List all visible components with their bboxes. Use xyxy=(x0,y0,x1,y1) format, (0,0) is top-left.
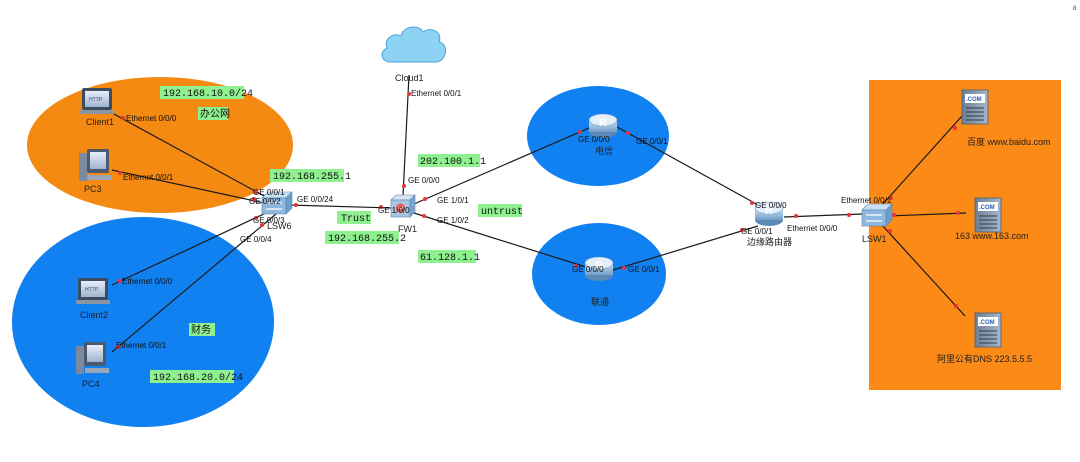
lsw-fw-lower-tag: 192.168.255.2 xyxy=(328,234,406,245)
svg-text:R: R xyxy=(599,117,607,129)
port-label: GE 1/0/2 xyxy=(437,216,469,225)
port-labels: Ethernet 0/0/0 Ethernet 0/0/1 Ethernet 0… xyxy=(116,89,892,350)
server-ali-label: 阿里公有DNS 223.5.5.5 xyxy=(937,353,1032,364)
lsw6-label: LSW6 xyxy=(267,221,292,231)
finance-subnet-tag: 192.168.20.0/24 xyxy=(153,372,243,384)
port-label: GE 0/0/0 xyxy=(755,201,787,210)
port-label: GE 0/0/24 xyxy=(297,195,334,204)
svg-text:R: R xyxy=(765,205,773,217)
fw1-label: FW1 xyxy=(398,224,417,234)
port-label: GE 0/0/1 xyxy=(253,188,285,197)
port-label: GE 1/0/1 xyxy=(437,196,469,205)
telecom-ip-tag-bg xyxy=(418,154,480,167)
unicom-router-label: 联通 xyxy=(591,297,609,307)
svg-text:HTTP: HTTP xyxy=(89,97,103,103)
unicom-router-icon[interactable]: R xyxy=(584,256,614,281)
link-fw1-telecom xyxy=(413,127,590,205)
pc3-computer-icon[interactable] xyxy=(79,149,112,181)
server-baidu-label: 百度 www.baidu.com xyxy=(967,136,1051,147)
trust-tag: Trust xyxy=(341,214,371,225)
port-label: Ethernet 0/0/0 xyxy=(122,277,173,286)
link-lsw1-ali xyxy=(881,224,966,317)
link-lsw1-baidu xyxy=(881,115,963,206)
com-badge: .COM xyxy=(979,320,995,326)
link-lsw6-fw1 xyxy=(287,204,393,209)
lsw-fw-lower-tag-bg xyxy=(325,231,399,244)
client1-label: Client1 xyxy=(86,117,114,127)
lsw6-switch-icon[interactable] xyxy=(261,191,293,215)
pc4-computer-icon[interactable] xyxy=(76,342,109,374)
lsw1-label: LSW1 xyxy=(862,234,887,244)
port-label: Ethernet 0/0/1 xyxy=(841,196,892,205)
telecom-router-label: 电信 xyxy=(595,145,613,156)
lsw-fw-upper-tag-bg xyxy=(270,169,344,182)
link-telecom-edge xyxy=(616,126,761,207)
pc4-label: PC4 xyxy=(82,379,100,389)
port-label: GE 0/0/4 xyxy=(240,235,272,244)
link-pc4-lsw6 xyxy=(111,213,277,353)
com-badge: .COM xyxy=(966,97,982,103)
port-label: GE 0/0/1 xyxy=(741,227,773,236)
server-163-label: 163 www.163.com xyxy=(955,231,1029,241)
telecom-ip-tag: 202.100.1.1 xyxy=(420,157,486,168)
unicom-ip-tag-bg xyxy=(418,250,476,263)
server-zone xyxy=(869,80,1061,390)
office-zone-label-bg xyxy=(198,107,228,120)
edge-router-icon[interactable]: R xyxy=(754,201,784,226)
untrust-tag: untrust xyxy=(481,207,523,218)
office-zone-label: 办公网 xyxy=(200,107,230,120)
ip-tags: 192.168.10.0/24 办公网 192.168.255.1 Trust … xyxy=(150,86,523,384)
port-label: Ethernet 0/0/1 xyxy=(116,341,167,350)
link-lsw1-163 xyxy=(886,212,967,217)
baidu-server-icon[interactable]: .COM xyxy=(961,89,989,125)
trust-tag-bg xyxy=(337,211,371,224)
com-badge: .COM xyxy=(979,205,995,211)
link-client2-lsw6 xyxy=(111,211,269,286)
port-label: Ethernet 0/0/1 xyxy=(123,173,174,182)
link-fw1-unicom xyxy=(413,212,587,268)
port-label: Ethernet 0/0/0 xyxy=(126,114,177,123)
pc3-label: PC3 xyxy=(84,184,102,194)
lsw-fw-upper-tag: 192.168.255.1 xyxy=(273,172,351,183)
port-label: GE 0/0/1 xyxy=(636,137,668,146)
cloud-icon[interactable] xyxy=(381,26,446,63)
office-subnet-tag-bg xyxy=(160,86,244,99)
office-subnet-tag: 192.168.10.0/24 xyxy=(163,88,253,100)
port-markers xyxy=(116,92,960,349)
svg-text:HTTP: HTTP xyxy=(85,287,99,293)
corner-mark: 8 xyxy=(1073,6,1077,12)
cloud1-label: Cloud1 xyxy=(395,73,424,83)
client1-terminal-icon[interactable]: HTTP xyxy=(80,88,114,114)
fw1-firewall-icon[interactable] xyxy=(390,194,416,218)
port-label: Ethernet 0/0/0 xyxy=(787,224,838,233)
lsw1-switch-icon[interactable] xyxy=(861,203,893,227)
link-pc3-lsw6 xyxy=(111,169,265,204)
client2-terminal-icon[interactable]: HTTP xyxy=(76,278,110,304)
svg-text:R: R xyxy=(595,260,603,272)
port-label: GE 0/0/0 xyxy=(578,135,610,144)
port-label: GE 0/0/2 xyxy=(249,197,281,206)
finance-subnet-tag-bg xyxy=(150,370,234,383)
telecom-router-icon[interactable]: R xyxy=(588,113,618,138)
port-label: GE 0/0/3 xyxy=(253,216,285,225)
finance-zone-label: 财务 xyxy=(191,323,211,336)
port-label: Ethernet 0/0/1 xyxy=(411,89,462,98)
edge-router-label: 边缘路由器 xyxy=(747,236,792,247)
finance-zone-label-bg xyxy=(189,323,215,336)
untrust-tag-bg xyxy=(478,204,522,217)
client2-label: Client2 xyxy=(80,310,108,320)
links xyxy=(111,74,967,353)
unicom-ip-tag: 61.128.1.1 xyxy=(420,253,480,264)
port-label: GE 0/0/1 xyxy=(628,265,660,274)
port-label: GE 1/0/0 xyxy=(378,206,410,215)
link-unicom-edge xyxy=(612,225,759,271)
server-163-icon[interactable]: .COM xyxy=(974,197,1002,233)
port-label: GE 0/0/0 xyxy=(572,265,604,274)
link-client1-lsw6 xyxy=(111,112,267,198)
port-label: GE 0/0/0 xyxy=(408,176,440,185)
ali-dns-server-icon[interactable]: .COM xyxy=(974,312,1002,348)
